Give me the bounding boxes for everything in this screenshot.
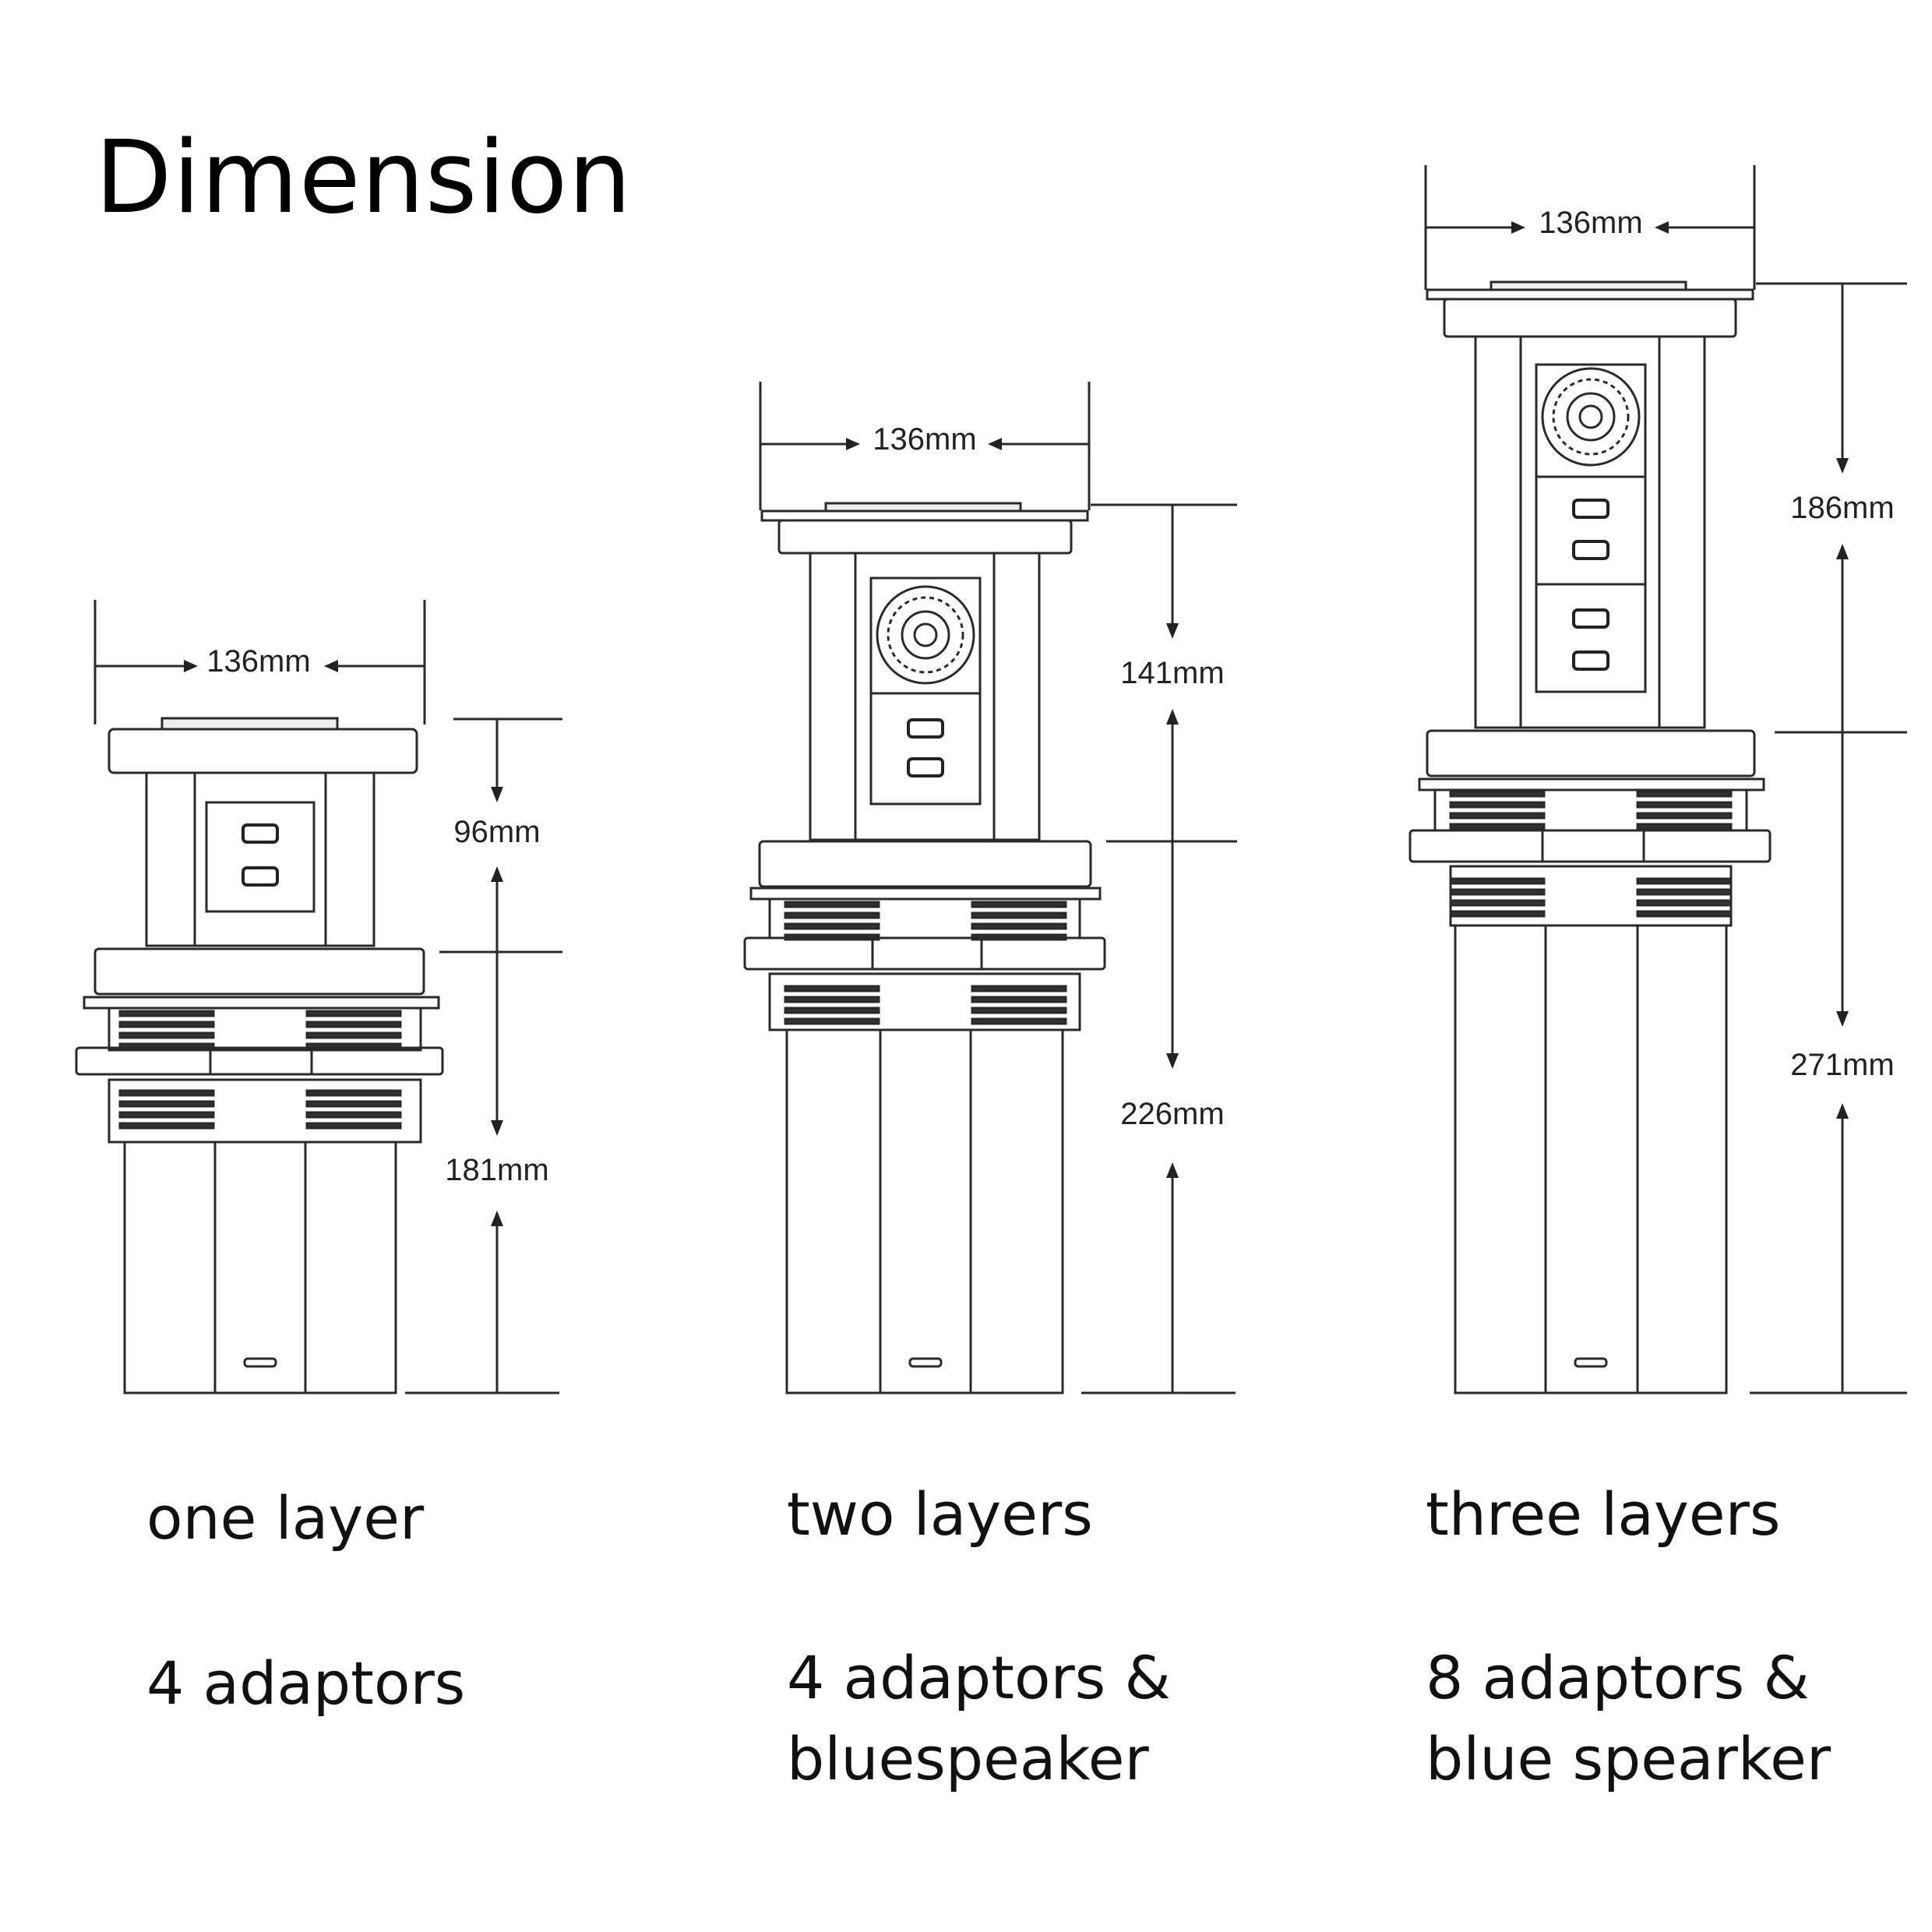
upper-height-label-two: 141mm — [1120, 656, 1224, 690]
lower-height-label-three: 271mm — [1790, 1048, 1894, 1082]
caption-one-name: one layer — [146, 1483, 425, 1553]
tower-two-layers — [743, 382, 1237, 1394]
width-label-one: 136mm — [206, 644, 310, 679]
lower-height-label-two: 226mm — [1120, 1097, 1224, 1131]
page-title: Dimension — [95, 120, 633, 236]
lower-height-label-one: 181mm — [445, 1153, 548, 1187]
caption-three-name: three layers — [1426, 1479, 1781, 1549]
caption-three-desc-line2: blue spearker — [1426, 1724, 1832, 1793]
caption-one-desc-line1: 4 adaptors — [146, 1648, 466, 1718]
width-label-two: 136mm — [873, 422, 976, 457]
upper-height-label-one: 96mm — [453, 815, 540, 849]
tower-one-layer — [75, 600, 562, 1394]
tower-three-layers — [1408, 165, 1907, 1394]
caption-three-desc-line1: 8 adaptors & — [1426, 1643, 1810, 1712]
caption-two-name: two layers — [787, 1479, 1093, 1549]
width-label-three: 136mm — [1539, 206, 1642, 240]
caption-two-desc-line2: bluespeaker — [787, 1724, 1149, 1793]
upper-height-label-three: 186mm — [1790, 491, 1894, 525]
caption-two-desc-line1: 4 adaptors & — [787, 1643, 1171, 1712]
